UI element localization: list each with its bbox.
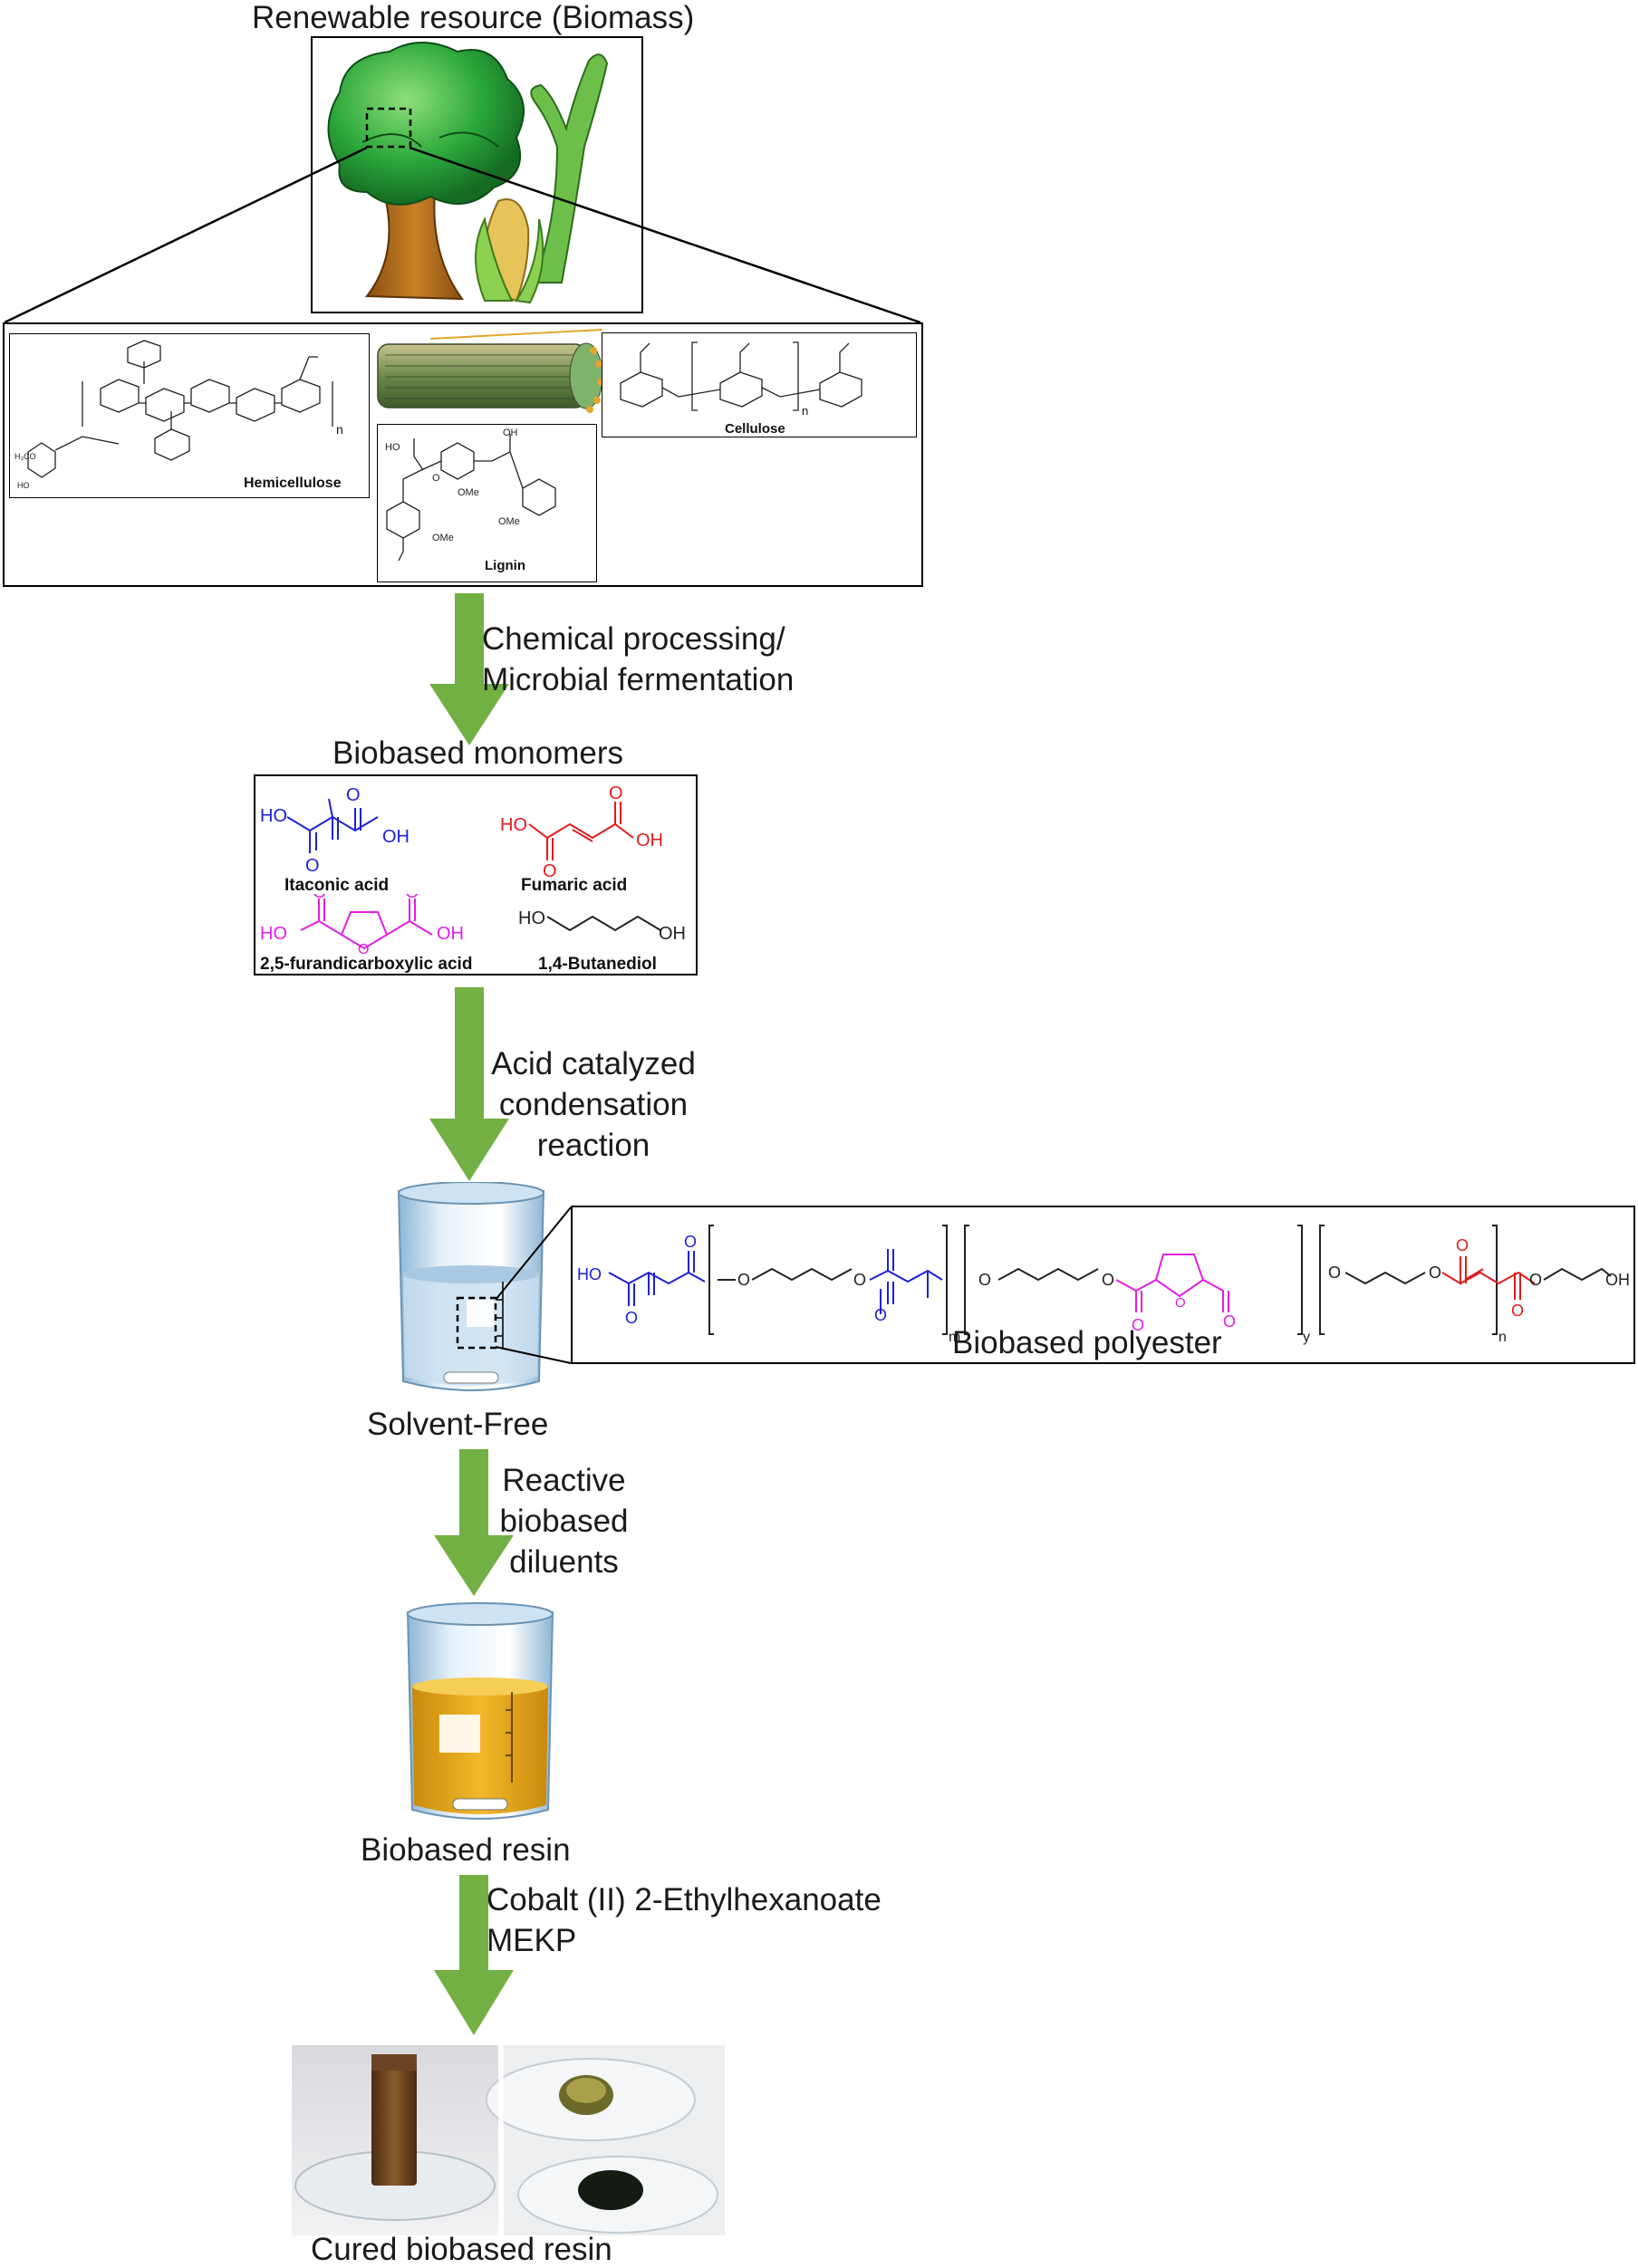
tree-trunk bbox=[365, 190, 465, 301]
svg-text:n: n bbox=[1498, 1330, 1507, 1345]
svg-text:O: O bbox=[1529, 1271, 1542, 1289]
itaconic-acid-label: Itaconic acid bbox=[284, 876, 390, 895]
svg-text:HO: HO bbox=[260, 806, 287, 826]
cellulose-box: n Cellulose bbox=[602, 332, 917, 437]
svg-text:n: n bbox=[336, 422, 343, 437]
cured-resin-heading: Cured biobased resin bbox=[311, 2232, 612, 2267]
cellulose-fibre-illustration bbox=[377, 329, 604, 413]
svg-text:O: O bbox=[543, 861, 557, 880]
svg-text:O: O bbox=[1511, 1302, 1524, 1320]
svg-text:H₃CO: H₃CO bbox=[14, 452, 36, 461]
fdca-label: 2,5-furandicarboxylic acid bbox=[260, 955, 473, 974]
lignin-box: HO OH O OMe OMe OMe Lignin bbox=[377, 424, 597, 582]
polyester-zoom-lines bbox=[495, 1206, 572, 1364]
svg-text:OH: OH bbox=[503, 428, 518, 438]
svg-text:O: O bbox=[978, 1271, 991, 1289]
biomass-components-box: Hemicellulose n H₃CO HO bbox=[3, 322, 923, 587]
svg-text:O: O bbox=[1102, 1271, 1114, 1289]
svg-text:OH: OH bbox=[636, 831, 663, 850]
fumaric-acid-structure: HO O O OH bbox=[500, 783, 663, 880]
process-arrow-4 bbox=[434, 1875, 514, 2035]
svg-text:m: m bbox=[949, 1330, 960, 1345]
lignin-structure: HO OH O OMe OMe OMe Lignin bbox=[385, 428, 556, 573]
butanediol-label: 1,4-Butanediol bbox=[538, 955, 657, 974]
svg-text:O: O bbox=[1223, 1312, 1236, 1331]
monomers-box: HO O O OH Itaconic acid HO O O OH Fumari… bbox=[254, 774, 698, 975]
polyester-box: HO O O O O O m O O O bbox=[571, 1206, 1635, 1364]
svg-text:O: O bbox=[684, 1233, 697, 1251]
resin-heading: Biobased resin bbox=[361, 1832, 571, 1868]
svg-text:OMe: OMe bbox=[432, 533, 454, 543]
svg-text:O: O bbox=[358, 942, 369, 957]
svg-text:O: O bbox=[405, 894, 419, 902]
step2-label: Acid catalyzed condensation reaction bbox=[491, 1046, 696, 1163]
step1-label: Chemical processing/ Microbial fermentat… bbox=[482, 621, 795, 697]
svg-text:OH: OH bbox=[659, 924, 686, 944]
svg-text:O: O bbox=[313, 894, 327, 902]
svg-text:O: O bbox=[1429, 1264, 1441, 1282]
lignin-label: Lignin bbox=[485, 558, 525, 573]
process-arrow-1 bbox=[429, 593, 509, 745]
zoom-region bbox=[365, 107, 412, 149]
svg-text:O: O bbox=[1328, 1264, 1341, 1282]
svg-text:HO: HO bbox=[577, 1265, 602, 1283]
polyester-structure: HO O O O O O m O O O bbox=[577, 1225, 1630, 1345]
svg-text:OMe: OMe bbox=[498, 516, 520, 527]
svg-text:O: O bbox=[853, 1271, 866, 1289]
beaker-solvent-free bbox=[397, 1182, 545, 1391]
svg-text:y: y bbox=[1303, 1330, 1310, 1345]
tree-canopy bbox=[327, 42, 525, 206]
zoom-lines bbox=[4, 146, 921, 324]
hemicellulose-label: Hemicellulose bbox=[244, 476, 342, 491]
fdca-structure: HO O O O OH bbox=[260, 894, 464, 957]
monomers-heading: Biobased monomers bbox=[332, 735, 623, 771]
cactus-plant bbox=[530, 53, 609, 284]
svg-text:HO: HO bbox=[17, 481, 30, 490]
fumaric-acid-label: Fumaric acid bbox=[521, 876, 628, 895]
hemicellulose-structure: Hemicellulose n H₃CO HO bbox=[14, 340, 343, 491]
svg-text:O: O bbox=[874, 1306, 887, 1324]
butanediol-structure: HO OH bbox=[518, 908, 686, 944]
step4-label: Cobalt (II) 2-Ethylhexanoate MEKP bbox=[487, 1882, 882, 1958]
svg-text:O: O bbox=[609, 783, 623, 803]
svg-text:OH: OH bbox=[1605, 1271, 1630, 1289]
svg-text:HO: HO bbox=[518, 908, 545, 928]
process-arrow-2 bbox=[429, 987, 509, 1181]
process-arrow-3 bbox=[434, 1449, 514, 1596]
svg-text:HO: HO bbox=[500, 815, 527, 835]
tree-plant-illustration bbox=[327, 42, 609, 304]
step3-label: Reactive biobased diluents bbox=[499, 1463, 629, 1580]
svg-text:HO: HO bbox=[260, 924, 287, 944]
beaker-resin bbox=[406, 1602, 554, 1820]
cellulose-label: Cellulose bbox=[725, 421, 785, 435]
polyester-label: Biobased polyester bbox=[952, 1325, 1222, 1360]
svg-text:O: O bbox=[305, 856, 320, 876]
hemicellulose-box: Hemicellulose n H₃CO HO bbox=[9, 333, 370, 498]
svg-text:O: O bbox=[1132, 1316, 1144, 1334]
solvent-free-heading: Solvent-Free bbox=[367, 1407, 549, 1442]
cellulose-structure: n Cellulose bbox=[620, 341, 862, 437]
svg-text:OH: OH bbox=[437, 924, 464, 944]
svg-text:OMe: OMe bbox=[458, 487, 479, 498]
svg-text:O: O bbox=[346, 785, 361, 805]
svg-text:OH: OH bbox=[382, 827, 410, 847]
svg-text:O: O bbox=[1175, 1295, 1186, 1311]
svg-text:O: O bbox=[432, 473, 440, 484]
svg-text:O: O bbox=[1456, 1236, 1469, 1254]
biomass-heading: Renewable resource (Biomass) bbox=[252, 0, 695, 35]
itaconic-acid-structure: HO O O OH bbox=[260, 785, 410, 876]
svg-text:n: n bbox=[802, 404, 808, 418]
biomass-illustration-box bbox=[311, 36, 643, 313]
svg-text:HO: HO bbox=[385, 442, 400, 453]
svg-text:O: O bbox=[737, 1271, 750, 1289]
svg-text:O: O bbox=[625, 1309, 638, 1327]
cured-resin-photo bbox=[292, 2045, 725, 2235]
